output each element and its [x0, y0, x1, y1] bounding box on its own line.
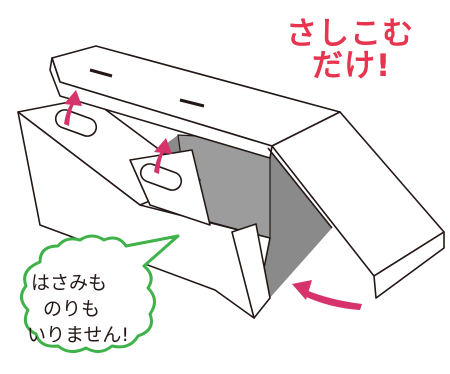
- lid-slit: [179, 98, 205, 108]
- speech-bubble-line: はさみも: [31, 272, 108, 294]
- speech-bubble-line: いりません!: [27, 324, 130, 346]
- box-inner-slot: [139, 163, 183, 191]
- box-front-flap: [231, 223, 271, 319]
- lid-slit: [89, 68, 113, 78]
- arrow-up-icon: [64, 90, 82, 126]
- box-side-flap-edge: [373, 231, 445, 299]
- box-side-flap-fold: [267, 147, 333, 229]
- headline-line-1: さしこむ: [286, 16, 414, 52]
- headline-line-2: だけ!: [312, 48, 392, 84]
- curved-arrow-icon: [292, 280, 362, 310]
- box-lid-edge: [49, 57, 273, 159]
- speech-bubble: [20, 234, 180, 353]
- arrow-up-icon: [154, 138, 172, 174]
- speech-bubble-line: のりも: [43, 298, 101, 320]
